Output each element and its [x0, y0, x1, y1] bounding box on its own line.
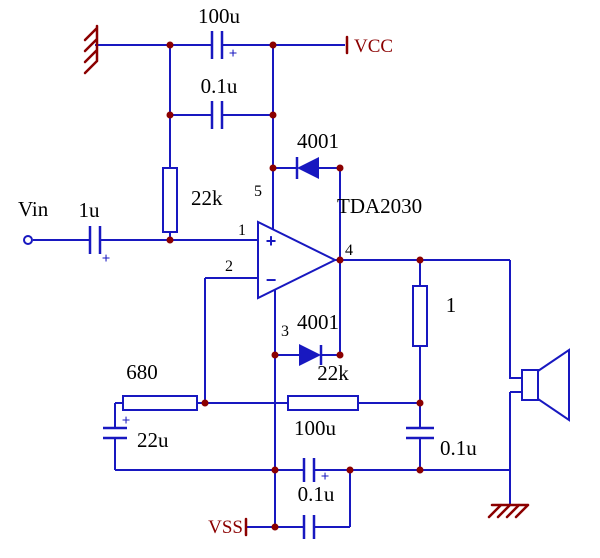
resistor-22k-feedback-label: 22k — [317, 361, 349, 385]
capacitor-0.1u-top-label: 0.1u — [201, 74, 238, 98]
vin-terminal — [23, 235, 33, 245]
resistor-1-zobel-label: 1 — [446, 293, 457, 317]
capacitor-0.1u-zobel-label: 0.1u — [440, 436, 477, 460]
resistor-680-label: 680 — [126, 360, 158, 384]
pin-4-label: 4 — [345, 242, 353, 259]
speaker — [521, 348, 570, 422]
resistor-22k-feedback: 22k — [287, 361, 359, 411]
junction-dots — [166, 41, 424, 531]
ic-name-label: TDA2030 — [337, 194, 422, 218]
ground-symbol-top — [83, 24, 99, 75]
capacitor-22u-plus-mark: + — [122, 413, 131, 429]
input-wires — [33, 232, 258, 241]
diode-4001-bottom-label: 4001 — [297, 310, 339, 334]
diode-4001-top-label: 4001 — [297, 129, 339, 153]
opamp-tda2030: + − TDA2030 1 2 5 4 3 — [225, 183, 422, 340]
feedback-wires — [114, 402, 420, 470]
ground-symbol-bottom — [487, 503, 530, 519]
vin-label: Vin — [18, 197, 49, 221]
diode-4001-top: 4001 — [295, 129, 339, 179]
capacitor-0.1u-zobel: 0.1u — [406, 426, 477, 460]
resistor-1-zobel: 1 — [412, 285, 457, 347]
capacitor-22u: 22u + — [103, 413, 169, 452]
vcc-terminal: VCC — [345, 35, 393, 57]
capacitor-100u-bottom: 100u + — [294, 416, 337, 485]
opamp-noninverting-mark: + — [266, 231, 277, 251]
pin-5-label: 5 — [254, 183, 262, 200]
pin-2-label: 2 — [225, 258, 233, 275]
resistor-22k-bias-label: 22k — [191, 186, 223, 210]
power-top-wires — [95, 44, 345, 229]
capacitor-1u-label: 1u — [79, 198, 101, 222]
capacitor-0.1u-bottom-label: 0.1u — [298, 482, 335, 506]
diode-4001-bottom: 4001 — [297, 310, 339, 366]
capacitor-100u-bottom-plus-mark: + — [321, 469, 330, 485]
capacitor-1u-input: 1u + — [79, 198, 111, 267]
opamp-inverting-mark: − — [266, 270, 277, 290]
vss-label: VSS — [208, 517, 243, 538]
resistor-680: 680 — [122, 360, 198, 411]
capacitor-100u-top: 100u + — [198, 4, 241, 62]
capacitor-100u-top-label: 100u — [198, 4, 241, 28]
capacitor-22u-label: 22u — [137, 428, 169, 452]
capacitor-100u-bottom-label: 100u — [294, 416, 337, 440]
pin-1-label: 1 — [238, 222, 246, 239]
capacitor-1u-plus-mark: + — [102, 251, 111, 267]
capacitor-100u-top-plus-mark: + — [229, 46, 238, 62]
vcc-label: VCC — [354, 36, 393, 57]
capacitor-0.1u-top: 0.1u — [201, 74, 238, 129]
capacitor-0.1u-bottom: 0.1u — [298, 482, 335, 539]
pin-3-label: 3 — [281, 323, 289, 340]
speaker-body — [521, 369, 539, 401]
opamp-pin-wires — [204, 277, 276, 527]
resistor-22k-bias: 22k — [162, 167, 223, 233]
vss-terminal: VSS — [208, 517, 248, 538]
speaker-horn — [537, 348, 570, 422]
